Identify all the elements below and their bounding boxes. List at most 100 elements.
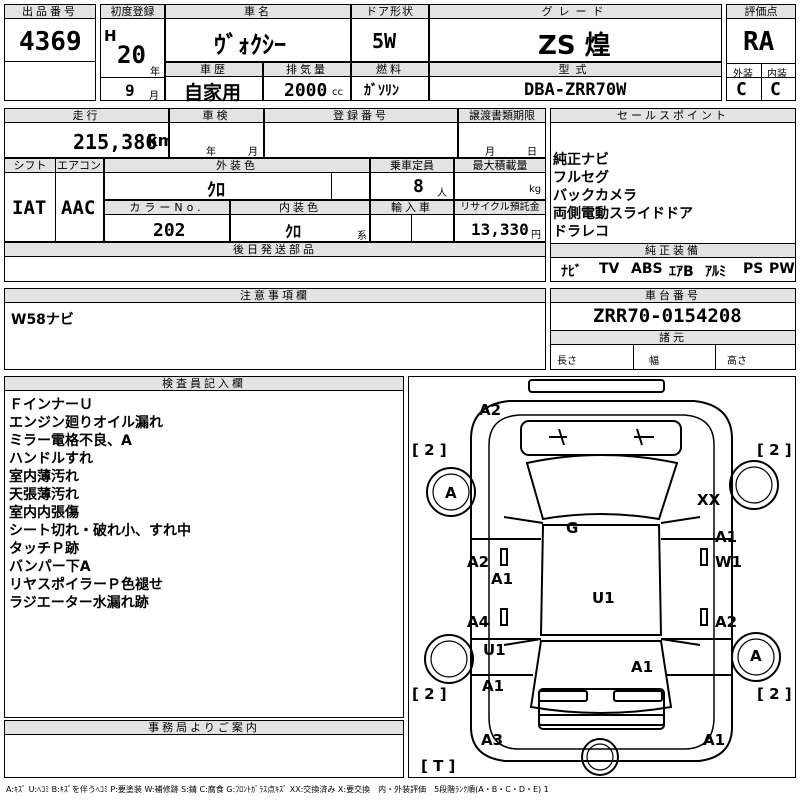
inspector-line: リヤスポイラーＰ色褪せ (9, 577, 163, 593)
inspection-box: 車検 年 月 (169, 108, 264, 158)
damage-mark: U1 (592, 589, 615, 607)
sales-point-item: 両側電動スライドドア (553, 206, 693, 222)
grade-value: ZS 煌 (538, 31, 611, 61)
chassis-box: 車台番号 ZRR70-0154208 諸元 長さ 幅 高さ (550, 288, 796, 370)
notes-box: 注意事項欄 W58ナビ (4, 288, 546, 370)
lot-number-value: 4369 (19, 27, 82, 57)
grade-box: グレード ZS 煌 (429, 4, 722, 62)
interior-rating: C (770, 79, 781, 100)
recycle-value: 13,330 (471, 220, 529, 239)
max-load-box: 最大積載量 kg (454, 158, 546, 200)
inspector-line: シート切れ・破れ小、すれ中 (9, 523, 191, 539)
ac-value: AAC (61, 197, 96, 219)
reg-month-value: 9 (125, 81, 135, 100)
inspector-line: エンジン廻りオイル漏れ (9, 415, 163, 431)
damage-mark: XX (697, 491, 721, 509)
history-value: 自家用 (184, 82, 242, 104)
inspector-line: 天張薄汚れ (9, 487, 79, 503)
equipment-item: ｴｱB (669, 264, 694, 280)
inspector-line: ハンドルすれ (9, 451, 93, 467)
door-value: 5W (372, 29, 397, 53)
equipment-item: PS (743, 261, 764, 277)
history-box: 車歴 自家用 (165, 62, 263, 104)
sales-point-item: フルセグ (553, 170, 609, 186)
int-color-box: 内装色 ｸﾛ 系 (230, 200, 370, 242)
inspector-line: 室内内張傷 (9, 505, 79, 521)
equipment-item: ｱﾙﾐ (705, 264, 726, 280)
notes-text: W58ナビ (11, 312, 74, 328)
capacity-box: 乗車定員 8 人 (370, 158, 454, 200)
int-color-value: ｸﾛ (285, 222, 302, 241)
damage-mark: A1 (715, 528, 738, 546)
sales-points-box: セールスポイント 純正ナビ フルセグ バックカメラ 両側電動スライドドア ドラレ… (550, 108, 796, 282)
rating-box: 評価点 RA 外装 内装 C C (726, 4, 796, 101)
car-outline-diagram (424, 379, 781, 776)
damage-mark: U1 (483, 641, 506, 659)
recycle-box: リサイクル預託金 13,330 円 (454, 200, 546, 242)
first-registration-label: 初度登録 (101, 5, 164, 19)
displacement-box: 排気量 2000 cc (263, 62, 351, 101)
damage-mark: A1 (482, 677, 505, 695)
inspector-box: 検査員記入欄 ＦインナーＵ エンジン廻りオイル漏れ ミラー電格不良、A ハンドル… (4, 376, 404, 718)
sales-point-item: 純正ナビ (553, 152, 609, 168)
era-value: H (104, 27, 117, 45)
legend-text: A:ｷｽﾞ U:ﾍｺﾐ B:ｷｽﾞを伴うﾍｺﾐ P:要塗装 W:補修跡 S:錆 … (6, 785, 549, 794)
color-no-box: カラーNo. 202 (104, 200, 230, 242)
damage-mark: A1 (631, 658, 654, 676)
inspector-line: ＦインナーＵ (9, 397, 93, 413)
sales-point-item: バックカメラ (553, 188, 637, 204)
color-no-value: 202 (153, 220, 186, 241)
transfer-box: 譲渡書類期限 月 日 (458, 108, 546, 158)
inspector-line: ラジエーター水漏れ跡 (9, 595, 149, 611)
capacity-value: 8 (413, 176, 424, 197)
equipment-item: PW (769, 261, 795, 277)
reg-year-value: 20 (117, 41, 146, 69)
exterior-rating: C (736, 79, 747, 100)
damage-mark: A (445, 484, 457, 502)
spare-tire-mark: [ T ] (421, 757, 456, 775)
ext-color-box: 外装色 ｸﾛ (104, 158, 370, 201)
rating-value: RA (743, 27, 775, 57)
tire-depth-mark: [ 2 ] (757, 685, 792, 703)
damage-mark: A (750, 647, 762, 665)
chassis-number: ZRR70-0154208 (593, 305, 742, 327)
ext-color-value: ｸﾛ (207, 180, 225, 201)
mileage-box: 走行 215,386 km (4, 108, 174, 158)
sales-point-item: ドラレコ (553, 224, 609, 240)
post-parts-box: 後日発送部品 (4, 242, 546, 282)
reg-no-box: 登録番号 (264, 108, 458, 158)
damage-mark: A3 (481, 731, 504, 749)
damage-mark: A1 (491, 570, 514, 588)
equipment-item: ABS (631, 261, 663, 277)
car-name-box: 車名 ｳﾞｫｸｼｰ (165, 4, 351, 62)
tire-depth-mark: [ 2 ] (412, 441, 447, 459)
damage-mark: A2 (715, 613, 738, 631)
damage-mark: A4 (467, 613, 490, 631)
equipment-item: ﾅﾋﾞ (561, 264, 582, 280)
shift-value: IAT (12, 197, 47, 219)
office-box: 事務局よりご案内 (4, 720, 404, 778)
damage-mark: W1 (715, 553, 742, 571)
lot-number-box: 出品番号 4369 (4, 4, 96, 101)
model-box: 型式 DBA-ZRR70W (429, 62, 722, 101)
import-box: 輸入車 (370, 200, 454, 242)
mileage-value: 215,386 (73, 130, 158, 154)
inspector-line: ミラー電格不良、A (9, 433, 132, 449)
tire-depth-mark: [ 2 ] (757, 441, 792, 459)
door-box: ドア形状 5W (351, 4, 429, 62)
fuel-box: 燃料 ｶﾞｿﾘﾝ (351, 62, 429, 101)
inspector-line: タッチＰ跡 (9, 541, 79, 557)
damage-diagram: A2 [ 2 ] [ 2 ] A XX G A1 A2 W1 A1 U1 A4 … (408, 376, 796, 778)
inspector-line: 室内薄汚れ (9, 469, 79, 485)
model-value: DBA-ZRR70W (524, 80, 627, 100)
damage-mark: G (566, 519, 579, 537)
equipment-item: TV (599, 261, 620, 277)
damage-mark: A1 (703, 731, 726, 749)
displacement-value: 2000 (284, 80, 328, 101)
damage-mark: A2 (467, 553, 490, 571)
damage-mark: A2 (479, 401, 502, 419)
tire-depth-mark: [ 2 ] (412, 685, 447, 703)
fuel-value: ｶﾞｿﾘﾝ (364, 83, 399, 99)
shift-ac-box: シフト エアコン IAT AAC (4, 158, 104, 242)
car-name-value: ｳﾞｫｸｼｰ (214, 31, 286, 59)
